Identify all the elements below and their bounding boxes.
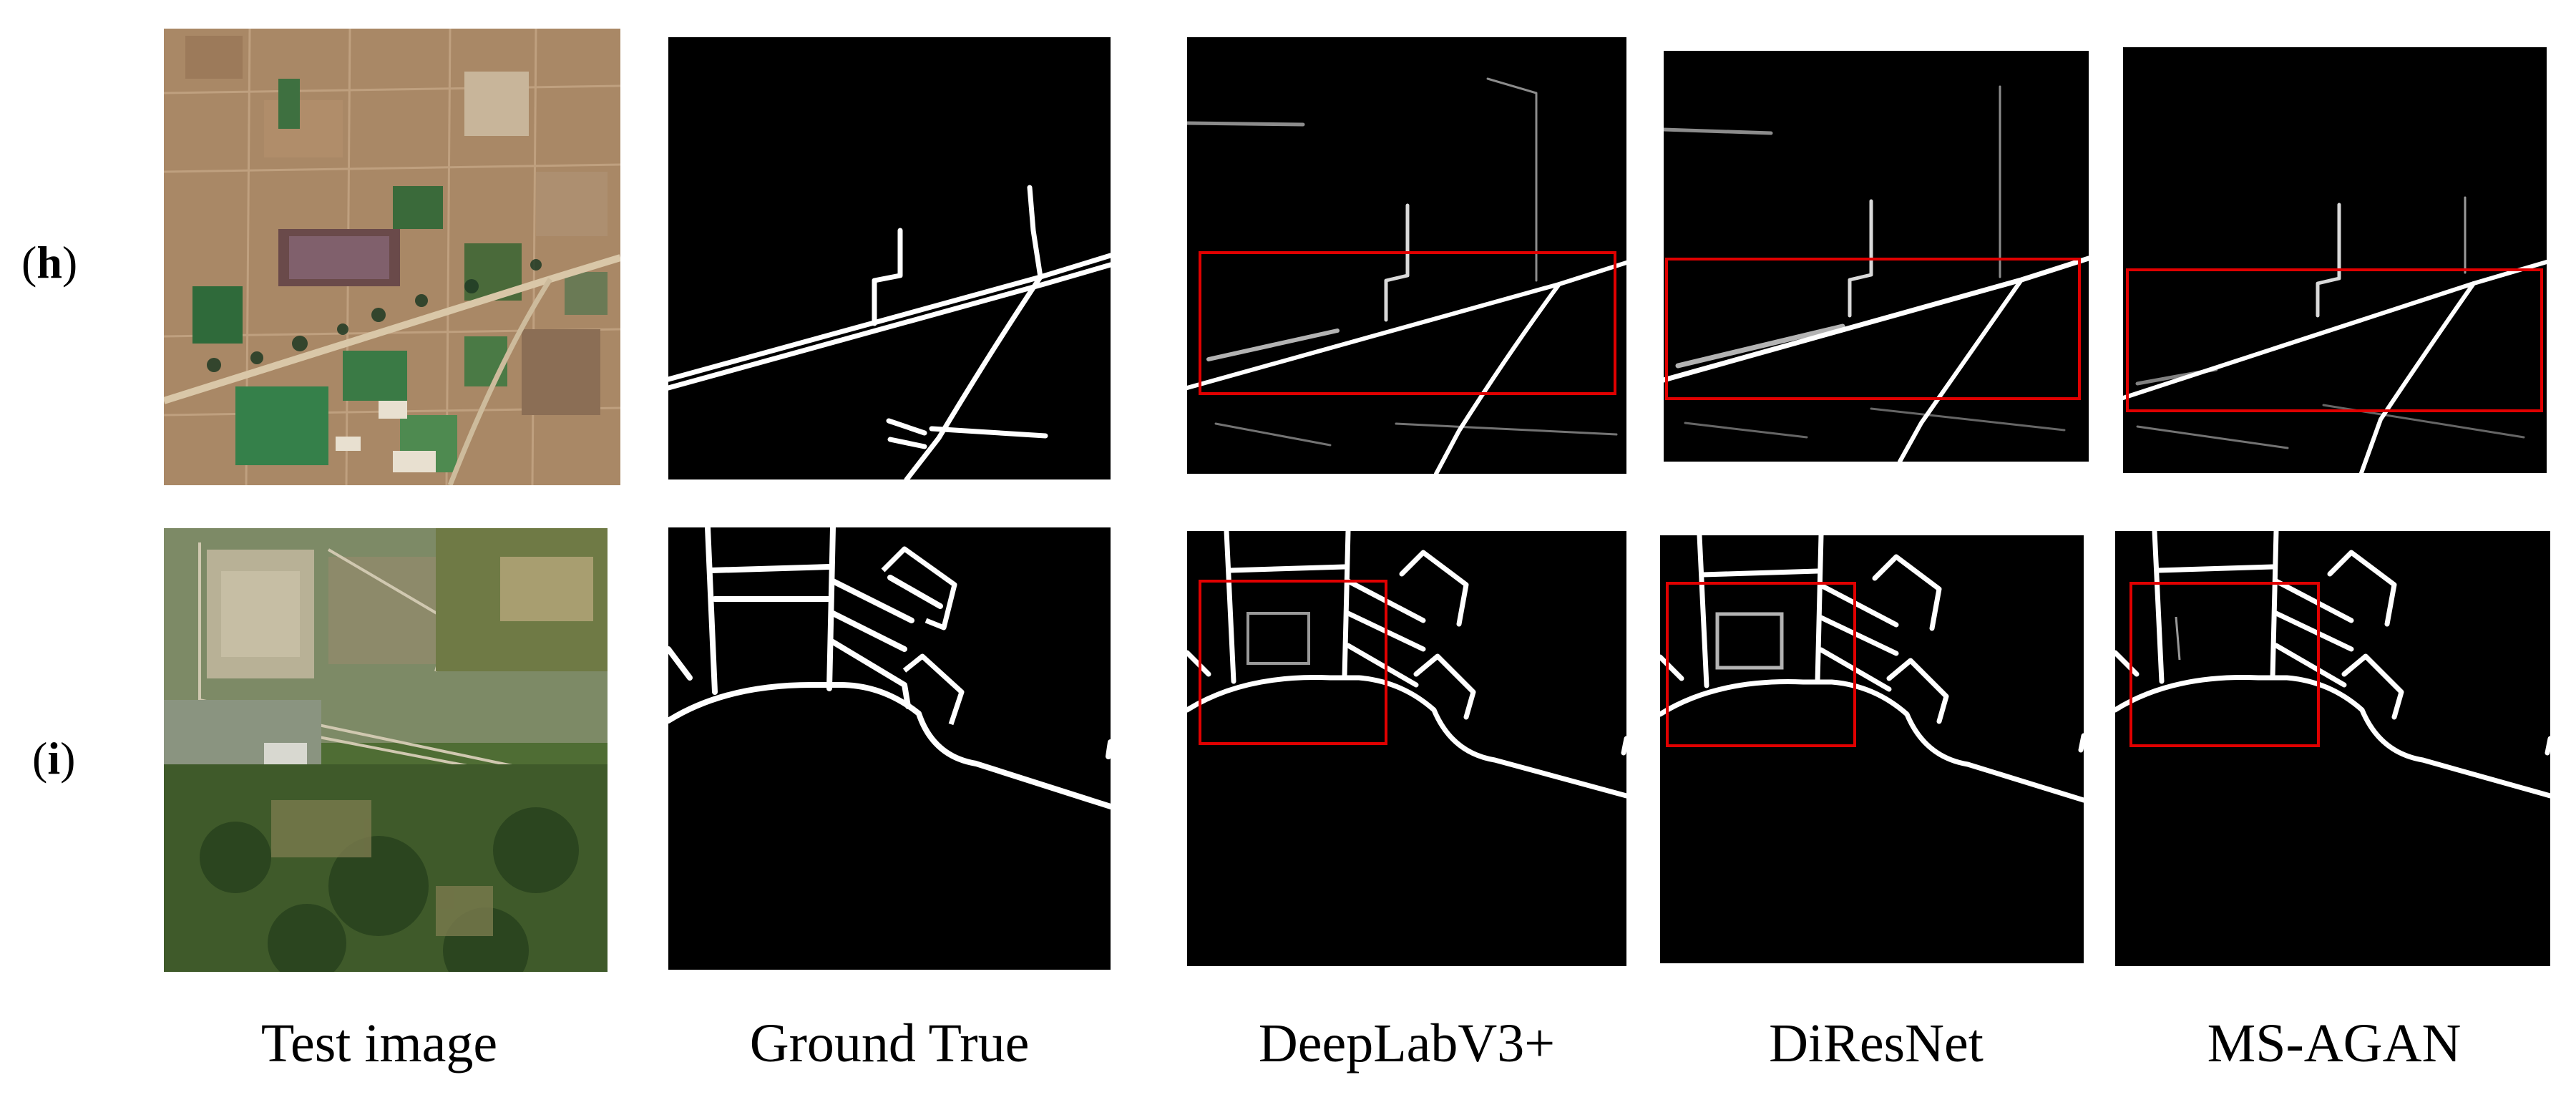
ground-truth-mask-h	[668, 37, 1111, 479]
ms-agan-prediction-i	[2115, 531, 2550, 966]
deeplabv3-prediction-i	[1187, 531, 1626, 966]
diresnet-prediction-i	[1660, 535, 2084, 963]
row-label-h: (h)	[21, 236, 77, 289]
row-label-i: (i)	[32, 732, 75, 785]
ms-agan-prediction-h	[2123, 47, 2547, 473]
highlight-box	[1665, 258, 2081, 400]
label-letter: i	[47, 733, 61, 784]
highlight-box	[1199, 251, 1616, 395]
deeplabv3-prediction-h	[1187, 37, 1626, 474]
caption-ground-true: Ground True	[749, 1013, 1030, 1073]
label-paren-close: )	[60, 733, 76, 784]
caption-ms-agan: MS-AGAN	[2207, 1013, 2462, 1073]
highlight-box	[1199, 580, 1387, 745]
diresnet-prediction-h	[1664, 51, 2089, 462]
highlight-box	[2129, 582, 2320, 747]
test-image-i	[164, 528, 608, 972]
label-paren-close: )	[62, 237, 78, 288]
caption-deeplabv3: DeepLabV3+	[1258, 1013, 1556, 1073]
label-paren-open: (	[32, 733, 48, 784]
highlight-box	[1666, 582, 1856, 747]
ground-truth-mask-i	[668, 527, 1111, 970]
caption-test-image: Test image	[260, 1013, 498, 1073]
label-letter: h	[36, 237, 62, 288]
caption-diresnet: DiResNet	[1769, 1013, 1984, 1073]
test-image-h	[164, 29, 620, 485]
label-paren-open: (	[21, 237, 37, 288]
highlight-box	[2126, 268, 2543, 412]
